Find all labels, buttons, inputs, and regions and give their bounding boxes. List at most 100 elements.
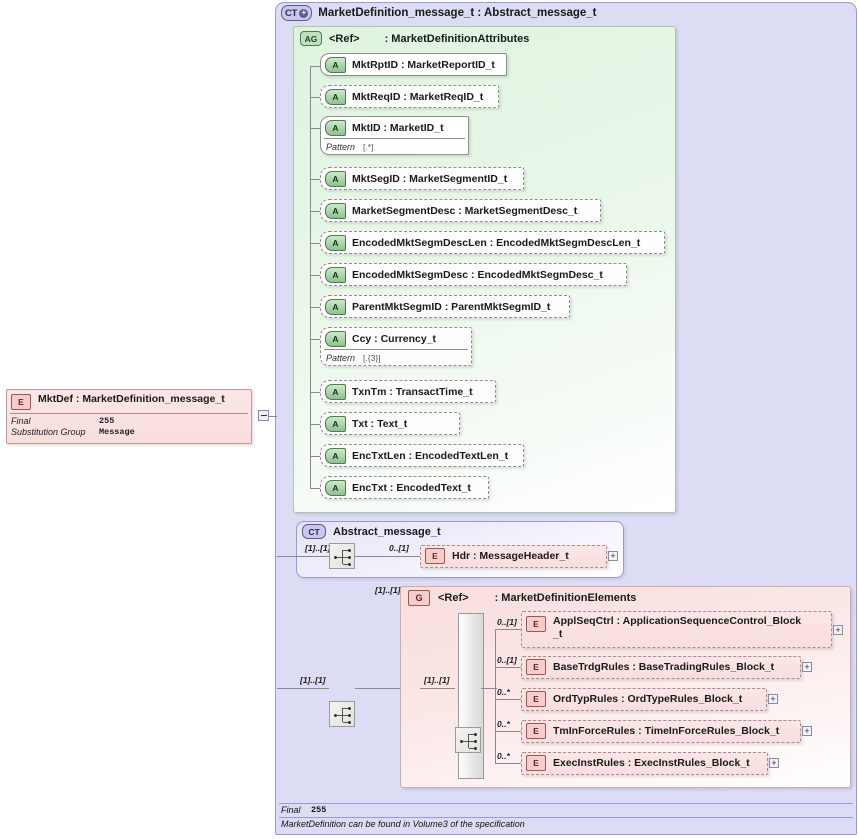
expand-icon[interactable]: +: [299, 8, 309, 18]
complex-type-badge[interactable]: CT+: [281, 5, 313, 21]
inner-group-line: [420, 688, 455, 689]
property-key: Substitution Group: [11, 427, 86, 437]
attribute-label: EncodedMktSegmDescLen : EncodedMktSegmDe…: [352, 236, 641, 249]
element-label: OrdTypRules : OrdTypeRules_Block_t: [553, 692, 743, 705]
element-badge: E: [526, 691, 546, 707]
facet-name: Pattern: [326, 141, 356, 152]
attribute-node[interactable]: A EncTxtLen : EncodedTextLen_t: [320, 444, 524, 467]
cardinality-label: [1]..[1]: [375, 585, 401, 595]
attribute-node[interactable]: A EncodedMktSegmDesc : EncodedMktSegmDes…: [320, 263, 627, 286]
element-node-hdr[interactable]: E Hdr : MessageHeader_t: [420, 545, 607, 568]
element-label: TmInForceRules : TimeInForceRules_Block_…: [553, 724, 780, 737]
collapse-connector-button[interactable]: [258, 410, 269, 421]
cardinality-label: 0..*: [497, 719, 510, 729]
attribute-node[interactable]: A MarketSegmentDesc : MarketSegmentDesc_…: [320, 199, 601, 222]
complex-type-badge[interactable]: CT: [302, 524, 326, 539]
attribute-label: MktReqID : MarketReqID_t: [352, 90, 484, 103]
attribute-node[interactable]: A EncodedMktSegmDescLen : EncodedMktSegm…: [320, 231, 665, 254]
attribute-node[interactable]: A Txt : Text_t: [320, 412, 460, 435]
child-connector: [495, 763, 522, 764]
element-badge: E: [526, 755, 546, 771]
root-element-properties: Final 255 Substitution Group Message: [10, 413, 248, 440]
element-node-execinstrules[interactable]: E ExecInstRules : ExecInstRules_Block_t: [521, 752, 768, 775]
attr-connector: [310, 243, 322, 244]
elements-group-header: G <Ref> : MarketDefinitionElements: [408, 590, 636, 606]
footer-final-value: 255: [311, 805, 327, 815]
attribute-node[interactable]: A MktReqID : MarketReqID_t: [320, 85, 499, 108]
group-children-stub: [481, 688, 497, 689]
root-element-node[interactable]: E MktDef : MarketDefinition_message_t Fi…: [6, 389, 252, 444]
group-badge[interactable]: G: [408, 590, 430, 606]
footer-divider-2: [279, 817, 853, 818]
cardinality-label: [1]..[1]: [300, 675, 326, 685]
abstract-message-inbound-line: [277, 556, 329, 557]
attribute-group-name: : MarketDefinitionAttributes: [384, 32, 530, 45]
group-link-line: [355, 688, 400, 689]
element-label: ExecInstRules : ExecInstRules_Block_t: [553, 756, 750, 769]
plus-icon: +: [771, 758, 777, 768]
attribute-badge: A: [325, 234, 346, 251]
facet-value: [.{3}]: [363, 352, 381, 363]
attribute-node[interactable]: A Ccy : Currency_t Pattern [.{3}]: [320, 327, 472, 366]
attribute-badge: A: [325, 119, 346, 136]
attribute-group-badge[interactable]: AG: [300, 31, 322, 46]
cardinality-label: [1]..[1]: [305, 543, 331, 553]
plus-icon: +: [804, 662, 810, 672]
attribute-node[interactable]: A EncTxt : EncodedText_t: [320, 476, 489, 499]
property-key: Final: [11, 416, 31, 426]
element-node-tminforcerules[interactable]: E TmInForceRules : TimeInForceRules_Bloc…: [521, 720, 801, 743]
attr-connector: [310, 424, 322, 425]
attribute-badge: A: [325, 56, 346, 73]
group-vertical-bar: [458, 613, 484, 779]
element-node-applseqctrl[interactable]: E ApplSeqCtrl : ApplicationSequenceContr…: [521, 611, 832, 648]
attribute-node[interactable]: A MktID : MarketID_t Pattern [.*]: [320, 116, 469, 155]
attribute-node[interactable]: A MktRptID : MarketReportID_t: [320, 53, 507, 76]
sequence-compositor-icon[interactable]: [329, 701, 355, 727]
expand-element-button[interactable]: +: [802, 726, 812, 736]
expand-element-button[interactable]: +: [769, 758, 779, 768]
attribute-label: MktID : MarketID_t: [352, 121, 444, 134]
cardinality-label: 0..*: [497, 751, 510, 761]
sequence-compositor-icon[interactable]: [329, 543, 355, 569]
root-element-label: MktDef : MarketDefinition_message_t: [38, 393, 225, 405]
property-value: 255: [99, 416, 115, 426]
plus-icon: +: [610, 551, 616, 561]
facet-value: [.*]: [363, 141, 374, 152]
facet-name: Pattern: [326, 352, 356, 363]
attr-connector: [310, 456, 322, 457]
attribute-badge: A: [325, 88, 346, 105]
expand-element-button[interactable]: +: [833, 625, 843, 635]
attribute-badge: A: [325, 266, 346, 283]
element-label: BaseTrdgRules : BaseTradingRules_Block_t: [553, 660, 775, 673]
attribute-badge: A: [325, 202, 346, 219]
attribute-badge: A: [325, 383, 346, 400]
attribute-node[interactable]: A TxnTm : TransactTime_t: [320, 380, 496, 403]
attribute-label: ParentMktSegmID : ParentMktSegmID_t: [352, 300, 551, 313]
group-ref: <Ref>: [438, 592, 469, 604]
attribute-label: MktRptID : MarketReportID_t: [352, 58, 495, 71]
plus-icon: +: [770, 694, 776, 704]
attribute-badge: A: [325, 447, 346, 464]
expand-element-button[interactable]: +: [608, 551, 618, 561]
cardinality-label: 0..[1]: [497, 655, 517, 665]
attribute-group-header: AG <Ref> : MarketDefinitionAttributes: [300, 31, 529, 46]
attr-connector: [310, 66, 322, 67]
sequence-compositor-icon[interactable]: [455, 727, 481, 753]
attribute-node[interactable]: A MktSegID : MarketSegmentID_t: [320, 167, 524, 190]
group-inbound-line: [277, 688, 329, 689]
element-badge: E: [526, 659, 546, 675]
property-row: Substitution Group Message: [11, 427, 248, 438]
group-children-spine: [495, 629, 496, 763]
property-row: Final 255: [11, 416, 248, 427]
element-node-basetrdgrules[interactable]: E BaseTrdgRules : BaseTradingRules_Block…: [521, 656, 801, 679]
child-connector: [495, 667, 522, 668]
expand-element-button[interactable]: +: [768, 694, 778, 704]
attr-connector: [310, 392, 322, 393]
element-node-ordtyprules[interactable]: E OrdTypRules : OrdTypeRules_Block_t: [521, 688, 767, 711]
attribute-label: EncTxtLen : EncodedTextLen_t: [352, 449, 509, 462]
expand-element-button[interactable]: +: [802, 662, 812, 672]
group-name: : MarketDefinitionElements: [494, 592, 637, 604]
attribute-label: MktSegID : MarketSegmentID_t: [352, 172, 508, 185]
attribute-node[interactable]: A ParentMktSegmID : ParentMktSegmID_t: [320, 295, 570, 318]
